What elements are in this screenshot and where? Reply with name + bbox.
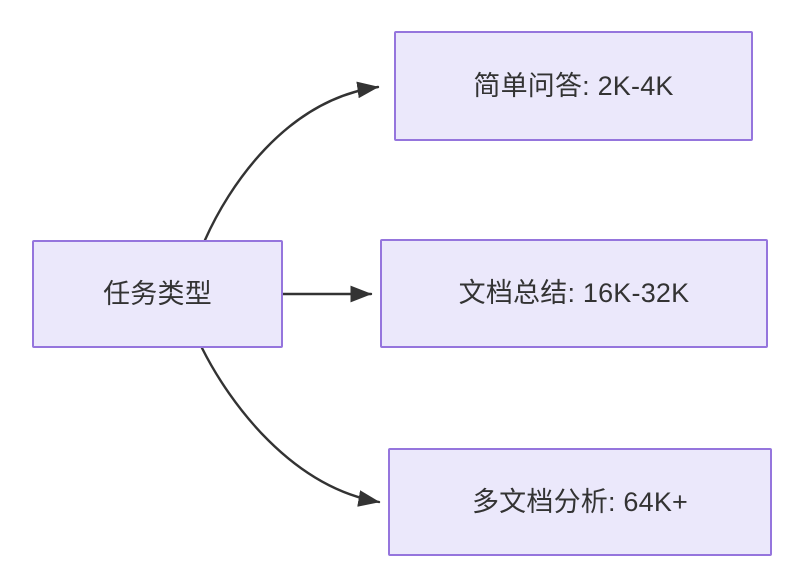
node-label: 文档总结: 16K-32K xyxy=(458,278,690,309)
node-multi-doc-analysis[interactable]: 多文档分析: 64K+ xyxy=(388,448,772,556)
node-label: 简单问答: 2K-4K xyxy=(473,70,674,101)
edge-root-multidoc xyxy=(200,346,381,507)
node-doc-summary[interactable]: 文档总结: 16K-32K xyxy=(380,239,768,348)
node-simple-qa[interactable]: 简单问答: 2K-4K xyxy=(394,31,753,141)
node-label: 多文档分析: 64K+ xyxy=(471,486,688,517)
node-label: 任务类型 xyxy=(103,278,212,309)
node-task-type[interactable]: 任务类型 xyxy=(32,240,283,348)
edge-root-simple xyxy=(203,81,380,242)
